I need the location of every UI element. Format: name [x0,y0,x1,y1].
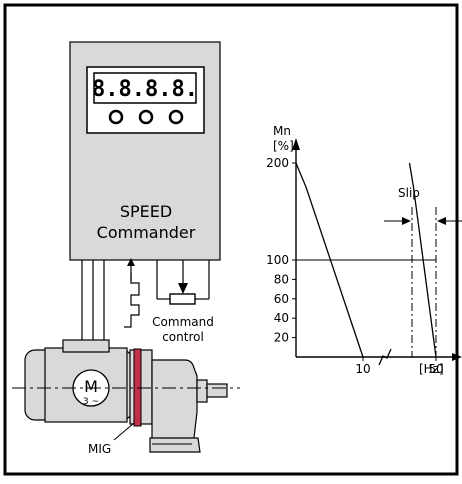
signal-arrow-head [127,258,135,266]
x-axis-break [378,348,392,366]
shaft-collar [196,379,208,403]
gearbox-housing [151,359,198,445]
x-tick-label: 10 [355,362,370,376]
torque-curve-2 [408,162,437,358]
motor-phase-label: 3 ~ [83,397,99,407]
controller-name-line2: Commander [97,223,196,242]
brake-label: MIG [88,442,111,456]
speed-commander-unit: 8.8.8.8. SPEED Commander [69,41,221,261]
y-tick-label: 100 [266,253,289,267]
potentiometer [169,293,196,305]
torque-frequency-chart: Mn [%] 200 100 80 60 40 20 10 50 [Hz] Slip [266,124,462,376]
control-button-2[interactable] [138,109,154,125]
y-axis-ticks: 200 100 80 60 40 20 [266,156,296,345]
slip-arrow-left-head [402,217,411,225]
torque-curve-1 [295,162,364,358]
brake-leader-line [113,422,135,441]
pot-wiper-arrow [178,283,188,294]
y-axis-label-line1: Mn [273,124,291,138]
y-axis-label-line2: [%] [273,139,294,153]
motor-symbol-letter: M [84,377,98,396]
gearbox-flange [149,437,201,453]
x-axis-unit: [Hz] [419,362,444,376]
torque-curves [295,162,437,358]
display-readout: 8.8.8.8. [92,77,198,102]
slip-label: Slip [398,186,420,200]
command-control-line1: Command [152,315,214,329]
controller-name-line1: SPEED [120,202,172,221]
y-tick-label: 60 [274,292,289,306]
motor-assembly: M 3 ~ MIG [12,339,240,456]
command-control-line2: control [162,330,204,344]
x-tick-label: 50 [428,362,443,376]
slip-arrow-right-head [437,217,446,225]
y-tick-label: 20 [274,331,289,345]
x-axis-arrow [452,353,462,361]
y-tick-label: 200 [266,156,289,170]
control-button-3[interactable] [168,109,184,125]
terminal-box [62,339,110,353]
y-tick-label: 40 [274,311,289,325]
output-shaft [206,383,228,398]
y-axis-arrow [292,138,300,150]
pulse-signal [124,273,140,328]
x-axis-ticks: 10 50 [355,357,444,376]
control-button-1[interactable] [108,109,124,125]
y-tick-label: 80 [274,272,289,286]
seven-segment-display [93,72,197,104]
